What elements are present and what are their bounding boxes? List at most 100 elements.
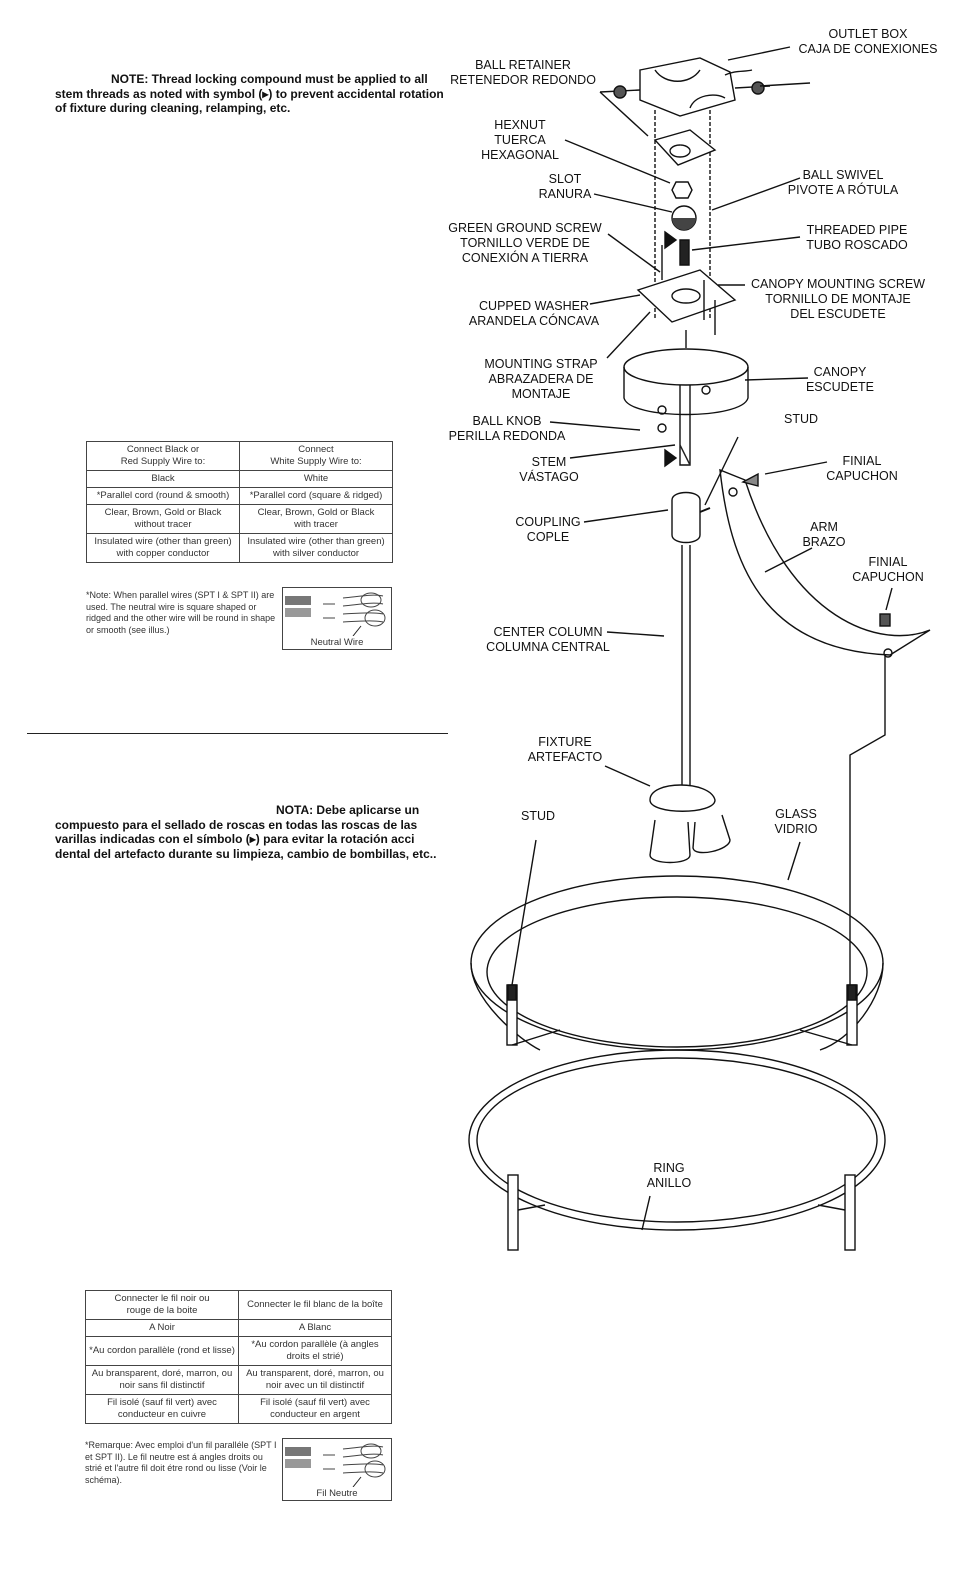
- label-line: GREEN GROUND SCREW: [448, 221, 602, 235]
- label-line: HEXNUT: [494, 118, 546, 132]
- label-line: CONEXIÓN A TIERRA: [462, 250, 589, 265]
- label-line: TUBO ROSCADO: [806, 238, 908, 252]
- section-divider: [27, 733, 448, 734]
- label-line: TORNILLO VERDE DE: [460, 236, 590, 250]
- label-line: RING: [653, 1161, 684, 1175]
- note-spanish: NOTA: Debe aplicarse un compuesto para e…: [55, 803, 447, 861]
- label-line: STUD: [521, 809, 555, 823]
- parallel-wire-icon: [285, 1443, 386, 1488]
- label-line: CANOPY MOUNTING SCREW: [751, 277, 925, 291]
- label-line: RETENEDOR REDONDO: [450, 73, 596, 87]
- label-stud-bottom: STUD: [521, 809, 555, 823]
- table-row: *Au cordon parallèle (rond et lisse)*Au …: [85, 1336, 392, 1366]
- label-stud-top: STUD: [784, 412, 818, 426]
- parallel-wire-icon: [285, 592, 386, 637]
- note-english: NOTE: Thread locking compound must be ap…: [55, 72, 450, 116]
- note-english-lead: NOTE: Thread locking compound must be ap…: [111, 72, 428, 86]
- label-line: TORNILLO DE MONTAJE: [765, 292, 910, 306]
- label-line: ABRAZADERA DE: [489, 372, 594, 386]
- neutral-wire-caption-french: Fil Neutre: [316, 1488, 358, 1499]
- label-line: OUTLET BOX: [829, 27, 909, 41]
- label-line: FINIAL: [869, 555, 908, 569]
- label-line: HEXAGONAL: [481, 148, 559, 162]
- label-line: DEL ESCUDETE: [790, 307, 885, 321]
- table-cell: Insulated wire (other than green)with si…: [239, 533, 393, 563]
- label-line: FIXTURE: [538, 735, 591, 749]
- note-english-body: stem threads as noted with symbol (▸) to…: [55, 86, 444, 116]
- label-line: VIDRIO: [774, 822, 817, 836]
- outlet-box-drawing: [599, 57, 771, 117]
- neutral-wire-caption: Neutral Wire: [310, 637, 364, 648]
- label-line: CAJA DE CONEXIONES: [799, 42, 938, 56]
- label-line: GLASS: [775, 807, 817, 821]
- wire-footnote-english: *Note: When parallel wires (SPT I & SPT …: [86, 590, 276, 635]
- note-spanish-lead: NOTA: Debe aplicarse un: [276, 803, 420, 817]
- note-spanish-body: compuesto para el sellado de roscas en t…: [55, 817, 437, 861]
- table-cell: Insulated wire (other than green)with co…: [86, 533, 240, 563]
- label-line: ARM: [810, 520, 838, 534]
- label-line: CAPUCHON: [826, 469, 898, 483]
- label-line: THREADED PIPE: [807, 223, 908, 237]
- label-line: PERILLA REDONDA: [449, 429, 566, 443]
- label-line: MONTAJE: [512, 387, 571, 401]
- label-line: ESCUDETE: [806, 380, 874, 394]
- label-line: TUERCA: [494, 133, 546, 147]
- label-line: BALL SWIVEL: [803, 168, 884, 182]
- label-line: ARTEFACTO: [528, 750, 603, 764]
- label-line: PIVOTE A RÓTULA: [788, 182, 899, 197]
- label-line: BRAZO: [802, 535, 845, 549]
- label-line: BALL RETAINER: [475, 58, 571, 72]
- label-line: CANOPY: [814, 365, 867, 379]
- label-line: COLUMNA CENTRAL: [486, 640, 610, 654]
- label-line: SLOT: [549, 172, 582, 186]
- label-line: VÁSTAGO: [519, 469, 579, 484]
- label-line: COPLE: [527, 530, 569, 544]
- label-line: STEM: [532, 455, 567, 469]
- label-line: CUPPED WASHER: [479, 299, 589, 313]
- neutral-wire-illustration: Neutral Wire: [282, 587, 392, 650]
- label-line: MOUNTING STRAP: [484, 357, 597, 371]
- label-line: BALL KNOB: [472, 414, 541, 428]
- table-row: Insulated wire (other than green)with co…: [86, 533, 393, 563]
- label-line: FINIAL: [843, 454, 882, 468]
- wire-footnote-french: *Remarque: Avec emploi d'un fil parallél…: [85, 1440, 277, 1485]
- neutral-wire-illustration-french: Fil Neutre: [282, 1438, 392, 1501]
- label-line: CENTER COLUMN: [493, 625, 602, 639]
- label-line: ANILLO: [647, 1176, 692, 1190]
- label-line: CAPUCHON: [852, 570, 924, 584]
- label-line: STUD: [784, 412, 818, 426]
- label-line: RANURA: [539, 187, 592, 201]
